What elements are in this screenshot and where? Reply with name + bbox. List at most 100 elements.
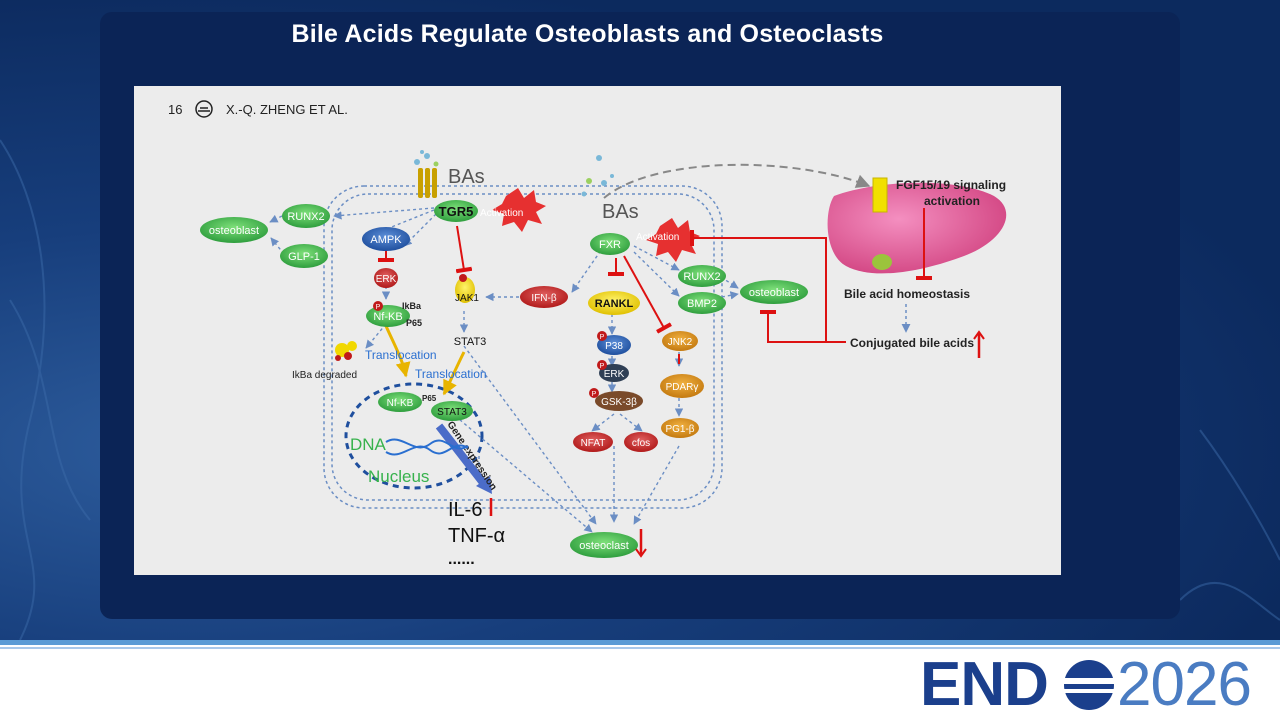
journal-logo-icon [195, 100, 213, 118]
svg-text:IkBa: IkBa [402, 301, 422, 311]
svg-text:BMP2: BMP2 [687, 298, 717, 310]
fxr-liver-arrow [603, 163, 871, 199]
node-runx2-right: RUNX2 [678, 265, 726, 287]
node-jak1: JAK1 [455, 274, 479, 304]
osteoclast-down-arrowhead [635, 548, 647, 558]
svg-text:osteoclast: osteoclast [579, 540, 629, 552]
pathway-figure: 16 X.-Q. ZHENG ET AL. BAs BAs Activation… [134, 86, 1061, 575]
node-gsk3b: P GSK-3β [589, 388, 643, 411]
node-p38: P P38 [597, 331, 631, 355]
node-rankl: RANKL [588, 291, 640, 315]
bas-label-right: BAs [602, 201, 639, 223]
bile-acid-dots-left [414, 150, 439, 167]
svg-text:osteoblast: osteoblast [749, 287, 799, 299]
svg-text:JNK2: JNK2 [668, 337, 693, 348]
node-fxr: FXR [590, 233, 630, 255]
conjugated-label: Conjugated bile acids [850, 336, 974, 350]
activation-label-right: Activation [636, 232, 679, 243]
endo-logo-text: END [920, 650, 1049, 719]
node-bmp2: BMP2 [678, 292, 726, 314]
il6-label: IL-6 [448, 499, 482, 521]
node-stat3-nucleus: STAT3 [431, 401, 473, 421]
signaling-arrows [269, 207, 739, 533]
fgf-receptor-icon [872, 177, 888, 213]
conjugated-inhibit-osteoblast [760, 310, 826, 343]
bas-label-left: BAs [448, 166, 485, 188]
node-nfkb-nucleus: Nf-KB P65 [378, 392, 437, 412]
node-tgr5: TGR5 [434, 200, 478, 222]
gene-expression-arrowhead [476, 476, 492, 494]
svg-text:GLP-1: GLP-1 [288, 251, 320, 263]
svg-text:ERK: ERK [604, 369, 625, 380]
svg-text:FXR: FXR [599, 239, 621, 251]
svg-text:cfos: cfos [632, 438, 650, 449]
svg-text:P: P [376, 304, 381, 311]
ellipsis-label: ...... [448, 551, 475, 568]
slide-title: Bile Acids Regulate Osteoblasts and Oste… [291, 20, 884, 48]
nucleus-membrane [344, 382, 484, 490]
ikba-degraded-label: IkBa degraded [292, 370, 357, 381]
svg-text:NFAT: NFAT [581, 438, 606, 449]
background-network-lines [0, 139, 1280, 640]
node-osteoclast: osteoclast [570, 532, 638, 558]
node-runx2-left: RUNX2 [282, 204, 330, 228]
bile-homeostasis-label: Bile acid homeostasis [844, 287, 970, 301]
tgr5-receptor-icon [418, 168, 437, 198]
node-erk-left: ERK [374, 268, 398, 288]
activation-burst-right [646, 218, 700, 262]
journal-logo-mark [198, 107, 210, 112]
nucleus-label: Nucleus [368, 467, 429, 486]
liver-icon [827, 182, 1007, 274]
footer-stripe-light [0, 647, 1280, 649]
translocation-label-2: Translocation [415, 367, 487, 381]
svg-text:ERK: ERK [376, 274, 397, 285]
svg-text:RUNX2: RUNX2 [683, 271, 720, 283]
node-osteoblast-right: osteoblast [740, 280, 808, 304]
svg-text:Nf-KB: Nf-KB [373, 311, 402, 323]
pathway-diagram: 16 X.-Q. ZHENG ET AL. BAs BAs Activation… [168, 100, 1007, 568]
svg-text:AMPK: AMPK [370, 234, 402, 246]
gene-expression-arrow [435, 423, 488, 487]
author-header: X.-Q. ZHENG ET AL. [226, 102, 348, 117]
footer-stripe-blue [0, 640, 1280, 645]
translocation-label-1: Translocation [365, 348, 437, 362]
fgf-label-line1: FGF15/19 signaling [896, 178, 1006, 192]
activation-burst-left [492, 188, 546, 232]
endo-year-text: 2026 [1117, 650, 1252, 719]
svg-text:RANKL: RANKL [595, 298, 634, 310]
dna-label: DNA [350, 435, 387, 454]
fgf-label-line2: activation [924, 194, 980, 208]
svg-text:STAT3: STAT3 [437, 407, 467, 418]
svg-text:osteoblast: osteoblast [209, 225, 259, 237]
gallbladder-icon [872, 254, 892, 270]
svg-text:P: P [600, 334, 605, 341]
cell-membrane-outer [323, 185, 723, 509]
ikba-degraded-cluster [335, 341, 357, 361]
node-jnk2: JNK2 [662, 331, 698, 351]
node-pg1b: PG1-β [661, 418, 699, 438]
svg-text:PDARγ: PDARγ [666, 382, 699, 393]
node-glp1: GLP-1 [280, 244, 328, 268]
dna-helix-icon [385, 438, 469, 456]
node-nfkb: Nf-KB P IkBa P65 [366, 301, 422, 328]
translocation-arrow-2 [442, 351, 466, 396]
translocation-arrow-1 [384, 325, 411, 378]
tnf-label: TNF-α [448, 525, 505, 547]
svg-text:STAT3: STAT3 [454, 336, 487, 348]
activation-label-left: Activation [480, 208, 523, 219]
endo-globe-icon [1064, 660, 1114, 710]
conjugated-up-arrowhead [973, 330, 985, 340]
gene-expression-label: Gene expression [445, 420, 499, 493]
node-osteoblast-left: osteoblast [200, 217, 268, 243]
node-nfat: NFAT [573, 432, 613, 452]
page-number: 16 [168, 102, 182, 117]
node-ifnb: IFN-β [520, 286, 568, 308]
svg-text:PG1-β: PG1-β [665, 424, 694, 435]
svg-text:P: P [592, 391, 597, 398]
svg-text:TGR5: TGR5 [439, 204, 474, 219]
svg-text:RUNX2: RUNX2 [287, 211, 324, 223]
svg-text:P65: P65 [422, 394, 437, 403]
node-erk-right: P ERK [597, 360, 629, 382]
inhibition-arrows [378, 225, 680, 364]
svg-text:IFN-β: IFN-β [531, 293, 556, 304]
